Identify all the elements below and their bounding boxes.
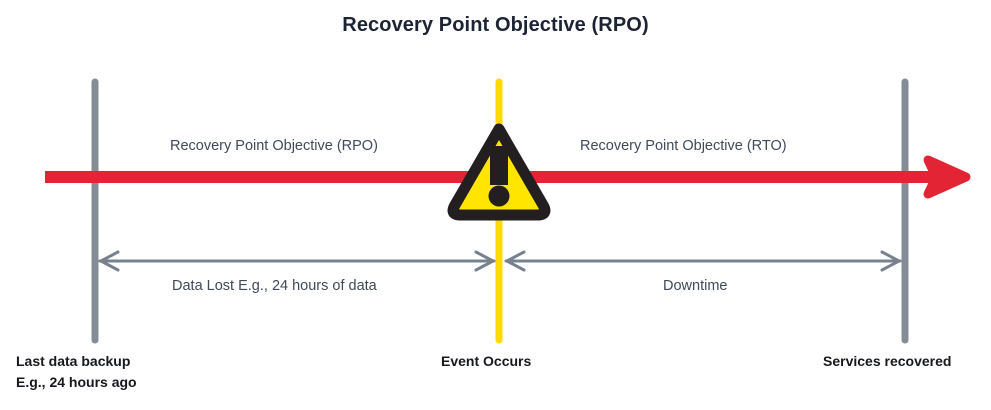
- milestone-label-last-backup: Last data backup E.g., 24 hours ago: [16, 351, 137, 393]
- milestone-label-services-recovered: Services recovered: [823, 351, 951, 372]
- phase-label-rpo: Recovery Point Objective (RPO): [170, 138, 378, 154]
- milestone-label-services-recovered-line1: Services recovered: [823, 353, 952, 369]
- exclamation-dot: [488, 185, 510, 207]
- measure-label-downtime: Downtime: [663, 278, 728, 294]
- timeline-arrowhead-icon: [923, 155, 971, 199]
- measure-arrow-downtime: [504, 250, 902, 272]
- milestone-label-last-backup-line2: E.g., 24 hours ago: [16, 374, 137, 390]
- phase-label-rto: Recovery Point Objective (RTO): [580, 138, 787, 154]
- warning-triangle-icon: [447, 123, 551, 221]
- exclamation-bar: [490, 146, 508, 185]
- milestone-label-event-occurs: Event Occurs: [441, 351, 531, 372]
- measure-arrow-data-lost: [98, 250, 496, 272]
- milestone-label-event-occurs-line1: Event Occurs: [441, 353, 532, 369]
- milestone-label-last-backup-line1: Last data backup: [16, 353, 131, 369]
- measure-label-data-lost: Data Lost E.g., 24 hours of data: [172, 278, 377, 294]
- page-title: Recovery Point Objective (RPO): [342, 14, 649, 36]
